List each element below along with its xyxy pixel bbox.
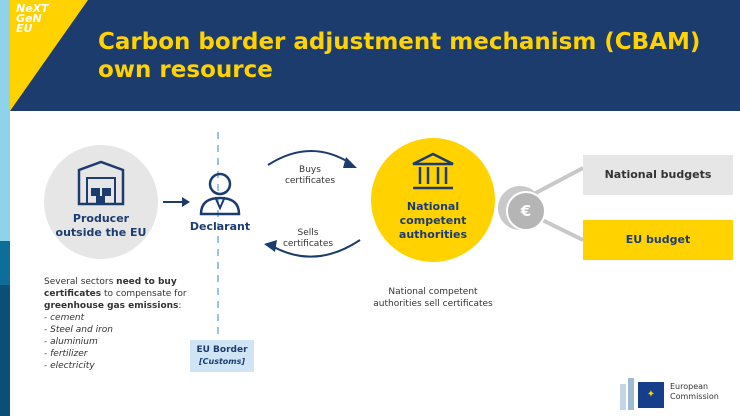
sells-arrow [271, 239, 361, 258]
left-background-darker [0, 285, 10, 416]
national-budgets-box: National budgets [583, 155, 733, 195]
buys-arrow [267, 150, 351, 166]
buys-label: Buys certificates [284, 165, 336, 186]
producer-label: Producer outside the EU [55, 212, 147, 239]
slide: NeXT GeN EU Carbon border adjustment mec… [10, 0, 740, 416]
ec-logo-icon: ✦ [620, 378, 664, 410]
authorities-label: National competent authorities [398, 200, 468, 241]
institution-icon [412, 152, 454, 190]
line-national [529, 166, 584, 198]
title-line2: own resource [98, 57, 273, 83]
left-strip [10, 111, 20, 241]
sells-label: Sells certificates [282, 228, 334, 249]
eu-budget-box: EU budget [583, 220, 733, 260]
sector-list: - cement - Steel and iron - aluminium - … [44, 313, 113, 371]
title-line1: Carbon border adjustment mechanism (CBAM… [98, 29, 701, 55]
nextgeneu-logo: NeXT GeN EU [16, 2, 49, 35]
yellow-corner [10, 0, 88, 111]
sector-item: Steel and iron [50, 325, 113, 335]
authorities-note: National competent authorities sell cert… [373, 287, 493, 309]
euro-coin-icon: € [506, 191, 546, 231]
authorities-circle [371, 138, 495, 262]
sectors-description: Several sectors need to buy certificates… [44, 276, 214, 372]
eu-border-box: EU Border [Customs] [190, 340, 254, 372]
sector-item: cement [50, 313, 85, 323]
sector-item: aluminium [50, 337, 98, 347]
page-title: Carbon border adjustment mechanism (CBAM… [98, 28, 718, 84]
factory-icon [77, 160, 125, 206]
sector-item: fertilizer [50, 349, 88, 359]
sector-item: electricity [50, 361, 95, 371]
declarant-icon [199, 172, 241, 216]
declarant-label: Declarant [189, 220, 251, 233]
ec-logo-text: European Commission [670, 382, 719, 401]
header-banner: NeXT GeN EU Carbon border adjustment mec… [10, 0, 740, 111]
